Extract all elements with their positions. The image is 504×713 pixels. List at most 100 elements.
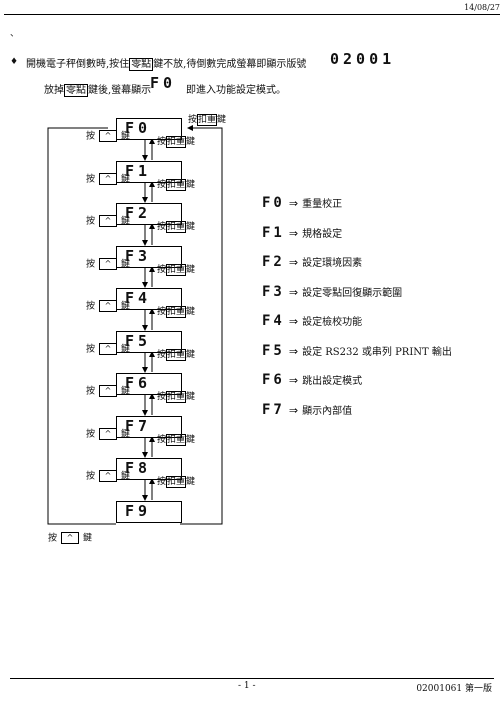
legend-text: 設定檢校功能: [302, 317, 363, 328]
display-code: F9: [125, 502, 152, 520]
list-mark: 、: [10, 29, 20, 39]
up-key-icon: ^: [99, 130, 118, 142]
display-f9: F9: [116, 501, 182, 523]
up-key-label: 按^鍵: [86, 300, 131, 312]
display-f5: F5: [116, 331, 182, 353]
display-code: F4: [125, 289, 152, 307]
double-arrow-icon: ⇒: [288, 226, 299, 240]
display-f2: F2: [116, 203, 182, 225]
up-key-label: 按^鍵: [86, 130, 131, 142]
up-key-icon: ^: [61, 532, 80, 544]
display-f6: F6: [116, 373, 182, 395]
legend-code: F3: [262, 283, 285, 300]
up-key-icon: ^: [99, 470, 118, 482]
up-key-label: 按^鍵: [86, 385, 131, 397]
up-key-icon: ^: [99, 428, 118, 440]
intro-line2-text-a: 放掉: [44, 85, 64, 96]
footer-page-number: - 1 -: [238, 681, 256, 691]
legend-item-f2: F2⇒設定環境因素: [262, 254, 362, 270]
display-code: F6: [125, 374, 152, 392]
up-key-label: 按^鍵: [86, 343, 131, 355]
legend-code: F6: [262, 372, 285, 388]
up-key-icon: ^: [99, 258, 118, 270]
up-key-label: 按^鍵: [86, 215, 131, 227]
legend-text: 跳出設定模式: [302, 376, 363, 387]
up-key-label: 按^鍵: [86, 428, 131, 440]
display-code: F5: [125, 332, 152, 350]
tare-key-label: 按扣重鍵: [157, 349, 196, 361]
up-key-icon: ^: [99, 173, 118, 185]
double-arrow-icon: ⇒: [288, 374, 299, 387]
display-code: F2: [125, 204, 152, 222]
intro-line-1: 開機電子秤倒數時,按住零點鍵不放,待倒數完成螢幕即顯示版號: [26, 55, 307, 71]
version-display: 02001: [330, 50, 396, 68]
display-code: F0: [125, 119, 152, 137]
legend-text: 設定 RS232 或串列 PRINT 輸出: [302, 346, 452, 358]
double-arrow-icon: ⇒: [288, 197, 299, 210]
up-key-icon: ^: [99, 385, 118, 397]
tare-key-label: 按扣重鍵: [157, 221, 196, 233]
footer-rule: [10, 678, 494, 679]
zero-key-label-2: 零點: [64, 84, 88, 97]
tare-key-label: 按扣重鍵: [157, 264, 196, 276]
up-key-icon: ^: [99, 343, 118, 355]
tare-key-label: 按扣重鍵: [157, 306, 196, 318]
double-arrow-icon: ⇒: [288, 344, 299, 358]
display-code: F7: [125, 417, 152, 435]
display-code: F1: [125, 162, 152, 180]
up-key-label: 按^鍵: [86, 173, 131, 185]
legend-item-f6: F6⇒跳出設定模式: [262, 372, 362, 388]
double-arrow-icon: ⇒: [288, 315, 299, 328]
tare-key-label: 按扣重鍵: [157, 434, 196, 446]
display-code: F3: [125, 247, 152, 265]
legend-text: 規格設定: [302, 228, 343, 240]
footer-doc-id: 02001061 第一版: [416, 684, 492, 694]
legend-code: F4: [262, 313, 285, 329]
tare-key-label: 按扣重鍵: [157, 136, 196, 148]
header-rule: [4, 14, 500, 15]
display-f0: F0: [116, 118, 182, 140]
intro-line1-text-a: 開機電子秤倒數時,按住: [26, 59, 130, 70]
legend-text: 設定環境因素: [302, 258, 363, 269]
display-f4: F4: [116, 288, 182, 310]
left-loop-line: [47, 127, 116, 525]
up-key-label: 按^鍵: [86, 258, 131, 270]
legend-text: 顯示內部值: [302, 405, 353, 417]
zero-key-label: 零點: [129, 58, 154, 71]
f0-tare-label: 按扣重鍵: [188, 114, 227, 126]
tare-key-label: 按扣重鍵: [157, 179, 196, 191]
legend-text: 重量校正: [302, 199, 343, 210]
intro-bullet: ♦: [10, 57, 19, 67]
display-code: F8: [125, 459, 152, 477]
header-date: 14/08/27: [464, 3, 500, 12]
display-f8: F8: [116, 458, 182, 480]
legend-code: F2: [262, 254, 285, 270]
legend-text: 設定零點回復顯示範圍: [302, 287, 403, 299]
tare-key-label: 按扣重鍵: [157, 476, 196, 488]
double-arrow-icon: ⇒: [288, 285, 299, 299]
up-key-icon: ^: [99, 300, 118, 312]
up-key-label: 按^鍵: [86, 470, 131, 482]
legend-code: F5: [262, 342, 285, 359]
legend-item-f3: F3⇒設定零點回復顯示範圍: [262, 284, 402, 300]
tare-key-label: 按扣重鍵: [157, 391, 196, 403]
display-f3: F3: [116, 246, 182, 268]
intro-line2-text-c: 即進入功能設定模式。: [186, 85, 286, 96]
legend-code: F1: [262, 224, 285, 241]
loop-back-arrow: [180, 125, 223, 525]
legend-item-f5: F5⇒設定 RS232 或串列 PRINT 輸出: [262, 343, 452, 359]
f0-display-inline: F0: [150, 74, 177, 92]
display-f7: F7: [116, 416, 182, 438]
legend-item-f4: F4⇒設定檢校功能: [262, 313, 362, 329]
intro-line2-text-b: 鍵後,螢幕顯示: [88, 85, 152, 96]
intro-line-2: 放掉零點鍵後,螢幕顯示: [44, 81, 152, 97]
legend-code: F0: [262, 195, 285, 211]
display-f1: F1: [116, 161, 182, 183]
legend-item-f1: F1⇒規格設定: [262, 225, 342, 241]
legend-item-f7: F7⇒顯示內部值: [262, 402, 352, 418]
intro-line1-text-b: 鍵不放,待倒數完成螢幕即顯示版號: [153, 59, 307, 70]
double-arrow-icon: ⇒: [288, 403, 299, 417]
double-arrow-icon: ⇒: [288, 256, 299, 269]
up-key-icon: ^: [99, 215, 118, 227]
